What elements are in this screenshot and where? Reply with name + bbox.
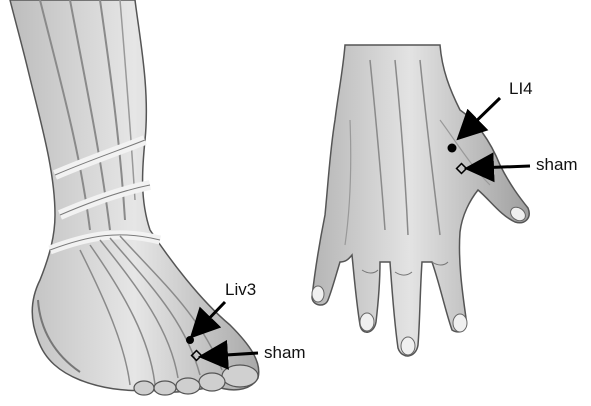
liv3-point-marker: [186, 336, 194, 344]
liv3-label: Liv3: [225, 281, 256, 298]
hand-illustration: [312, 45, 529, 356]
li4-label: LI4: [509, 80, 533, 97]
hand-sham-label: sham: [536, 156, 578, 173]
li4-point-marker: [448, 144, 457, 153]
li4-arrow: [465, 98, 500, 132]
foot-sham-label: sham: [264, 344, 306, 361]
hand-sham-arrow: [476, 166, 530, 168]
foot-illustration: [10, 0, 259, 395]
